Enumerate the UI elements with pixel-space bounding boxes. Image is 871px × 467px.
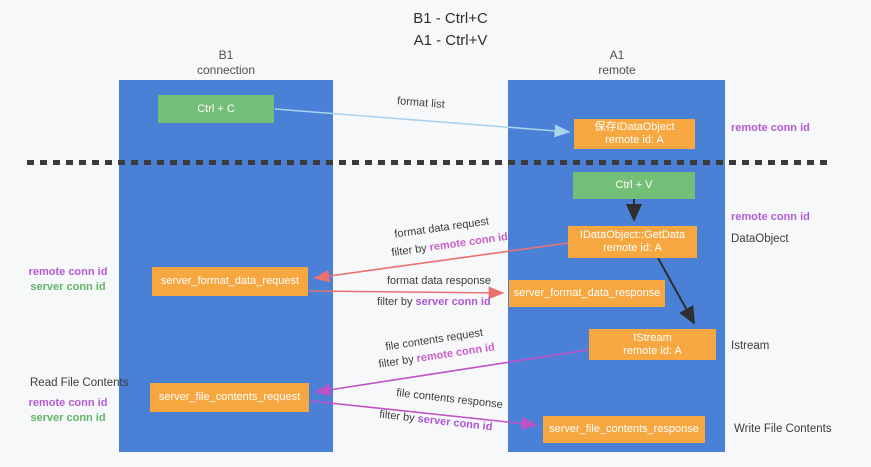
node-save-idataobject-line2: remote id: A xyxy=(605,134,664,146)
annotation-conn-ids-format: remote conn id server conn id xyxy=(12,265,124,295)
node-ctrl-v: Ctrl + V xyxy=(573,172,695,199)
node-istream-line2: remote id: A xyxy=(623,344,682,357)
node-server-file-contents-request-label: server_file_contents_request xyxy=(158,391,301,403)
node-idataobject-getdata-line1: IDataObject::GetData xyxy=(579,229,686,241)
edge-label-filter-server-2: filter by server conn id xyxy=(379,409,493,434)
edge-label-format-list: format list xyxy=(396,95,446,111)
diagram-title: B1 - Ctrl+C A1 - Ctrl+V xyxy=(15,8,871,52)
filter-by-prefix: filter by xyxy=(377,353,418,371)
lane-b1-title: B1 xyxy=(218,48,234,62)
filter-server-conn-id: server conn id xyxy=(415,296,491,308)
arrow-format-data-response xyxy=(308,286,505,300)
node-idataobject-getdata: IDataObject::GetData remote id: A xyxy=(568,226,697,258)
annotation-istream: Istream xyxy=(731,340,770,352)
node-server-format-data-request-label: server_format_data_request xyxy=(160,275,300,287)
filter-by-prefix: filter by xyxy=(390,241,431,260)
annotation-read-file-contents: Read File Contents xyxy=(30,377,129,389)
node-server-file-contents-request: server_file_contents_request xyxy=(150,383,309,412)
annotation-left-server-conn-id-1: server conn id xyxy=(30,281,106,293)
annotation-left-remote-conn-id-1: remote conn id xyxy=(28,266,108,278)
filter-by-prefix: filter by xyxy=(377,296,416,308)
lane-a1-subtitle: remote xyxy=(598,63,636,77)
annotation-dataobject: DataObject xyxy=(731,233,789,245)
edge-label-filter-server-1: filter by server conn id xyxy=(377,296,491,308)
filter-remote-conn-id: remote conn id xyxy=(428,230,509,254)
annotation-remote-conn-id-top: remote conn id xyxy=(731,122,810,134)
node-ctrl-v-label: Ctrl + V xyxy=(615,179,653,191)
diagram-title-line2: A1 - Ctrl+V xyxy=(413,32,488,49)
node-ctrl-c-label: Ctrl + C xyxy=(197,102,235,115)
node-server-format-data-response: server_format_data_response xyxy=(509,280,665,307)
node-save-idataobject-line1: 保存IDataObject xyxy=(594,121,675,133)
node-server-format-data-response-label: server_format_data_response xyxy=(513,287,661,299)
filter-by-prefix: filter by xyxy=(378,408,419,425)
annotation-left-server-conn-id-2: server conn id xyxy=(30,412,106,424)
node-server-file-contents-response-label: server_file_contents_response xyxy=(549,423,699,435)
annotation-conn-ids-file: remote conn id server conn id xyxy=(12,396,124,426)
annotation-write-file-contents: Write File Contents xyxy=(734,423,832,435)
node-server-format-data-request: server_format_data_request xyxy=(152,267,308,296)
lane-header-b1: B1 connection xyxy=(156,48,296,78)
node-ctrl-c: Ctrl + C xyxy=(158,95,274,123)
node-server-file-contents-response: server_file_contents_response xyxy=(543,416,705,443)
lane-b1-subtitle: connection xyxy=(196,63,256,77)
edge-label-format-data-response: format data response xyxy=(387,275,491,287)
node-save-idataobject: 保存IDataObject remote id: A xyxy=(574,119,695,149)
lane-header-a1: A1 remote xyxy=(547,48,687,78)
lane-a1-title: A1 xyxy=(609,48,625,62)
node-istream-line1: IStream xyxy=(633,331,672,344)
diagram-title-line1: B1 - Ctrl+C xyxy=(413,10,488,27)
node-istream: IStream remote id: A xyxy=(589,329,716,360)
annotation-left-remote-conn-id-2: remote conn id xyxy=(28,397,108,409)
annotation-remote-conn-id-mid: remote conn id xyxy=(731,211,810,223)
phase-divider-dashed-line xyxy=(27,160,833,165)
edge-label-file-contents-response: file contents response xyxy=(395,386,504,412)
node-idataobject-getdata-line2: remote id: A xyxy=(603,242,662,254)
filter-server-conn-id: server conn id xyxy=(416,412,494,434)
